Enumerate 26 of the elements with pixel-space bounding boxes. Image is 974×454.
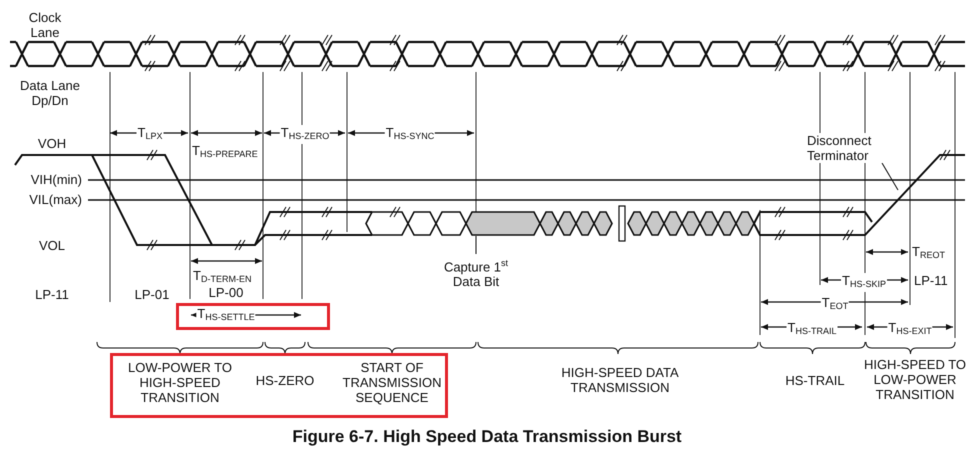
timing-parameter: T$_{HS-PREPARE}$ (192, 143, 258, 161)
timing-parameter: T$_{REOT}$ (912, 244, 945, 262)
phase-label: START OF TRANSMISSION SEQUENCE (342, 360, 442, 405)
phase-label: HS-TRAIL (784, 373, 846, 388)
timing-parameter: T$_{D-TERM-EN}$ (193, 268, 252, 286)
timing-parameter: T$_{HS-ZERO}$ (280, 125, 330, 144)
voltage-level-label: VOL (38, 238, 66, 253)
lane-label: Data Lane Dp/Dn (19, 78, 81, 108)
state-label: LP-11 (34, 287, 70, 302)
highlight-box (110, 353, 448, 418)
lane-label: Clock Lane (28, 10, 62, 40)
phase-label: HIGH-SPEED TO LOW-POWER TRANSITION (862, 357, 968, 402)
state-label: LP-00 (208, 285, 244, 300)
phase-label: LOW-POWER TO HIGH-SPEED TRANSITION (126, 360, 233, 405)
state-label: LP-11 (914, 273, 948, 288)
voltage-level-label: VIH(min) (30, 172, 82, 187)
figure-caption: Figure 6-7. High Speed Data Transmission Burst (291, 427, 683, 447)
highlight-box (176, 303, 330, 330)
voltage-level-label: VIL(max) (29, 192, 82, 207)
phase-label: HIGH-SPEED DATA TRANSMISSION (560, 365, 680, 395)
voltage-level-label: VOH (36, 136, 68, 151)
timing-parameter: T$_{HS-SKIP}$ (841, 273, 887, 292)
leader-line (882, 162, 898, 190)
phase-label: HS-ZERO (254, 373, 316, 388)
annotation-label: Capture 1$^{st}$ Data Bit (442, 257, 510, 290)
state-label: LP-01 (134, 287, 170, 302)
